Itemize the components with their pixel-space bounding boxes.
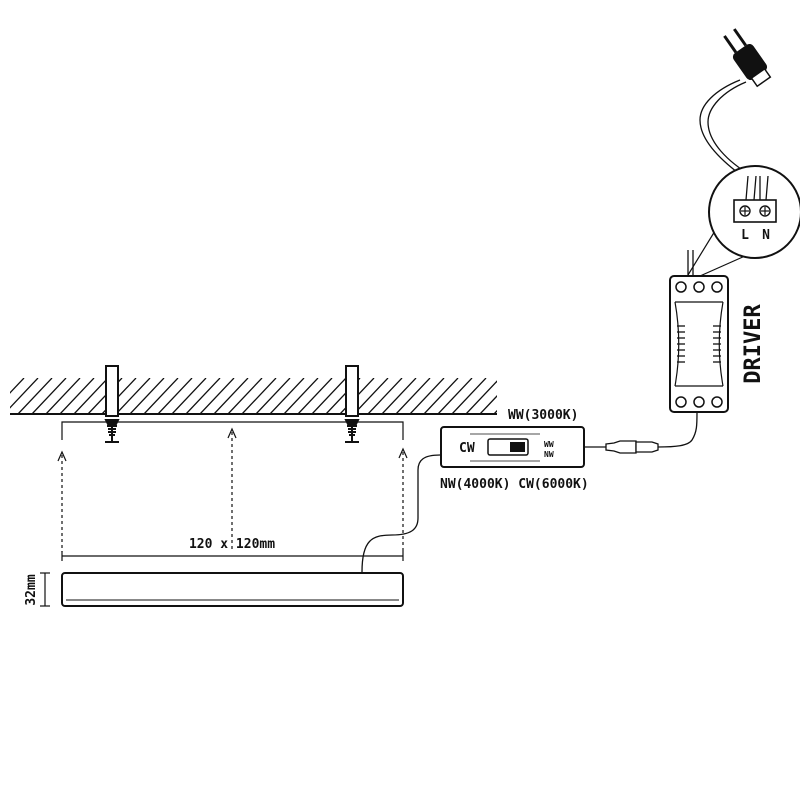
screw-icon: [344, 419, 360, 443]
terminal-detail: [708, 165, 800, 259]
driver-cable: [584, 411, 698, 454]
mounting-bracket-right: [345, 365, 359, 417]
screw-icon: [104, 419, 120, 443]
switch-cw-label: CW: [459, 441, 475, 456]
switch-nw-label: NW: [544, 450, 554, 459]
driver-unit: [669, 275, 729, 413]
mounting-bracket-left: [105, 365, 119, 417]
switch-ww-label: WW: [544, 440, 554, 449]
width-dimension: [61, 551, 404, 561]
plug-icon: [723, 28, 772, 88]
mains-cable: [687, 79, 753, 276]
panel-cable: [361, 454, 441, 573]
light-panel: [61, 572, 404, 607]
width-label: 120 x 120mm: [189, 537, 275, 552]
callout-lines: [687, 225, 746, 277]
nw-cw-label: NW(4000K) CW(6000K): [440, 477, 589, 492]
ww-label: WW(3000K): [508, 408, 578, 423]
height-label: 32mm: [24, 574, 39, 605]
ceiling: [10, 378, 497, 415]
terminal-n-label: N: [762, 228, 770, 243]
terminal-block-icon: [733, 199, 777, 223]
height-dimension: [40, 572, 50, 607]
terminal-l-label: L: [741, 228, 749, 243]
install-arrows: [57, 427, 408, 552]
mount-outline: [61, 421, 404, 440]
driver-label: DRIVER: [741, 304, 766, 384]
